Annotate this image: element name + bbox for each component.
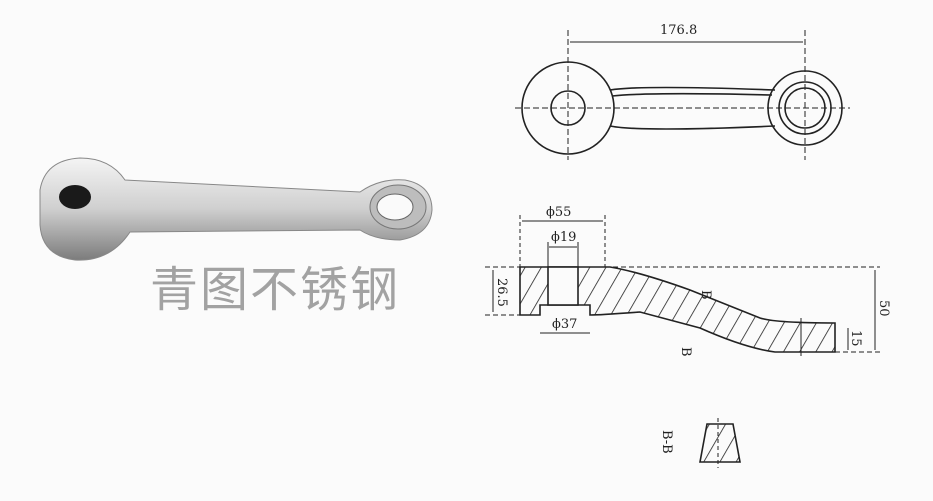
hole-diameter-dimension: ϕ19 <box>551 230 576 245</box>
total-height-dimension: 50 <box>876 300 891 317</box>
section-b-b <box>699 418 741 468</box>
watermark: 青图不锈钢 <box>150 262 401 318</box>
mount-hole <box>59 185 91 209</box>
top-view <box>515 30 850 160</box>
hub-height-dimension: 26.5 <box>494 278 509 307</box>
side-view <box>485 215 880 356</box>
section-mark-top: B <box>698 290 713 300</box>
ring-height-dimension: 15 <box>848 330 863 347</box>
length-dimension: 176.8 <box>660 23 697 38</box>
counterbore-diameter-dimension: ϕ37 <box>552 317 577 332</box>
outer-diameter-dimension: ϕ55 <box>546 205 571 220</box>
product-photo <box>39 157 433 261</box>
section-mark-bottom: B <box>678 347 693 357</box>
section-label: B-B <box>659 430 674 454</box>
